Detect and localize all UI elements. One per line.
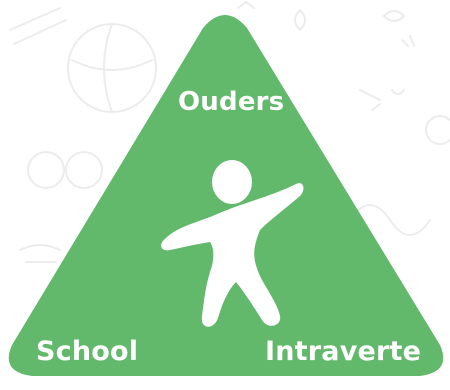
math-doodle <box>359 89 405 111</box>
label-school: School <box>36 336 139 367</box>
figure-body <box>161 183 304 327</box>
circle-doodle <box>425 115 450 145</box>
label-ouders: Ouders <box>178 87 285 117</box>
label-intraverte: Intraverte <box>265 336 422 367</box>
scribble-doodle <box>401 35 415 47</box>
pencil-doodle <box>9 7 67 45</box>
figure-head <box>212 160 252 204</box>
wave-doodle <box>349 204 431 236</box>
ball-seam-doodle <box>71 23 153 113</box>
caret-doodle <box>237 0 255 9</box>
leaf-doodle <box>294 9 306 32</box>
lines-doodle <box>19 244 61 263</box>
flower-doodle <box>383 10 406 22</box>
